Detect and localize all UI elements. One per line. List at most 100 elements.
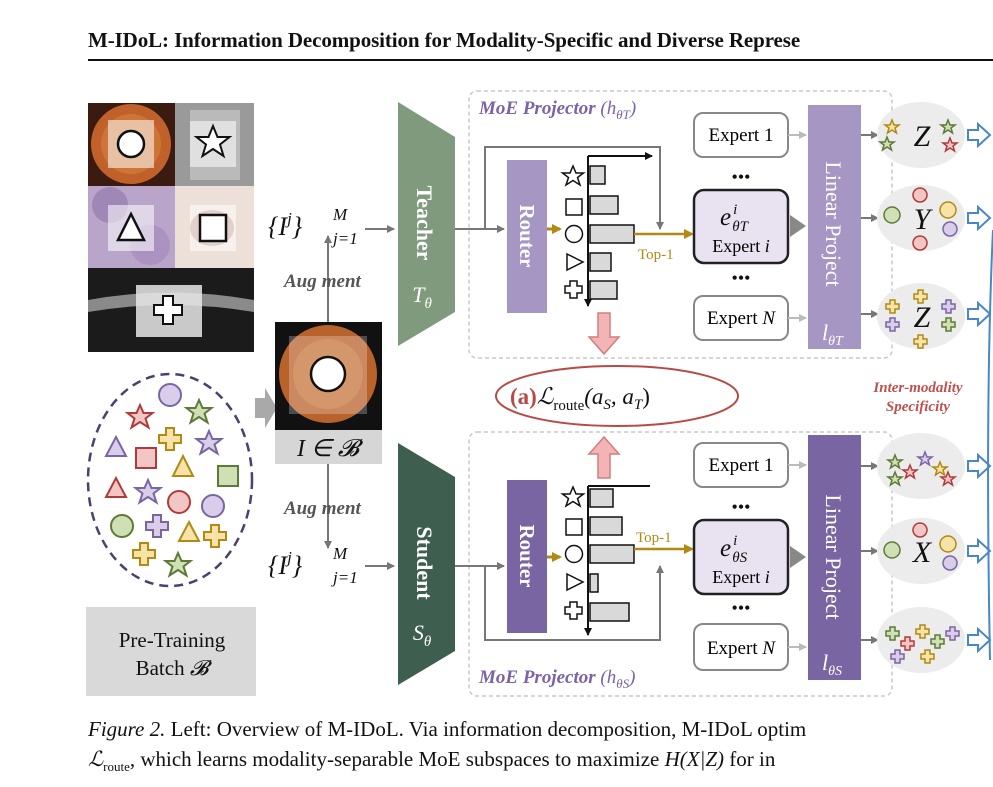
student-label: Student bbox=[412, 526, 437, 600]
linear-bottom-sym: l bbox=[822, 650, 828, 675]
figure-caption: Figure 2. Left: Overview of M-IDoL. Via … bbox=[88, 714, 993, 782]
input-caption: I ∈ 𝓑 bbox=[296, 436, 364, 462]
linear-project-bottom bbox=[808, 435, 861, 680]
views-bottom: {I bbox=[268, 551, 288, 580]
svg-text:{Ij}: {Ij} bbox=[268, 209, 303, 241]
views-bottom-close: } bbox=[292, 551, 303, 580]
linear-top-label: Linear Project bbox=[821, 161, 846, 286]
exp-sel-top-sup: i bbox=[733, 202, 737, 218]
svg-text:Expert i: Expert i bbox=[712, 236, 770, 256]
routing-histogram-top bbox=[560, 152, 653, 307]
svg-text:MoE Projector (hθS): MoE Projector (hθS) bbox=[478, 667, 635, 691]
svg-text:MoE Projector (hθT): MoE Projector (hθT) bbox=[478, 98, 636, 122]
expert-1-top-label: Expert 1 bbox=[709, 125, 774, 146]
route-args: (a bbox=[584, 384, 603, 409]
svg-text:Expert N: Expert N bbox=[707, 308, 776, 329]
inter-modality-1: Inter-modality bbox=[872, 380, 963, 396]
views-bottom-M: M bbox=[332, 544, 348, 563]
moe-top-sub: θT bbox=[616, 107, 630, 122]
exp-sel-bottom-e: e bbox=[720, 535, 731, 562]
dots-bottom-2: ••• bbox=[732, 598, 751, 618]
svg-text:Tθ: Tθ bbox=[412, 282, 432, 312]
augment-top-a: Aug bbox=[283, 271, 317, 292]
output-arrows bbox=[967, 121, 992, 654]
exp-sel-top-sub: θT bbox=[732, 219, 749, 235]
caption-math: H(X|Z) bbox=[664, 747, 725, 771]
pretraining-line2: Batch bbox=[136, 656, 185, 680]
student-sub: θ bbox=[424, 634, 432, 650]
pretraining-batch-shapes bbox=[86, 372, 254, 588]
router-top bbox=[507, 160, 547, 313]
svg-text:Batch 𝓑: Batch 𝓑 bbox=[136, 656, 213, 680]
svg-text:{Ij}: {Ij} bbox=[268, 548, 303, 580]
svg-text:Sθ: Sθ bbox=[413, 620, 432, 650]
modality-image-grid bbox=[88, 103, 254, 352]
moe-bottom-close: ) bbox=[628, 667, 635, 688]
dots-top-1: ••• bbox=[732, 167, 751, 187]
linear-bottom-label: Linear Project bbox=[821, 494, 846, 619]
batch-arrow bbox=[255, 388, 277, 428]
page-title: M-IDoL: Information Decomposition for Mo… bbox=[88, 28, 801, 52]
expert-n-bottom-label: Expert bbox=[707, 638, 758, 659]
caption-text3: for in bbox=[724, 747, 776, 771]
augment-top-b: ment bbox=[322, 271, 362, 292]
route-loss-ellipse bbox=[495, 365, 739, 427]
caption-L-sub: route bbox=[103, 759, 130, 775]
route-argT: T bbox=[634, 397, 644, 413]
linear-top-sym: l bbox=[822, 320, 828, 345]
latent-z1: Z bbox=[914, 120, 931, 153]
views-bottom-j: j=1 bbox=[331, 568, 358, 587]
route-mid: , a bbox=[611, 384, 634, 409]
moe-top-close: ) bbox=[629, 98, 636, 119]
exp-sel-bottom-sub: θS bbox=[732, 550, 747, 566]
dots-bottom-1: ••• bbox=[732, 497, 751, 517]
routing-histogram-bottom bbox=[560, 485, 650, 636]
latent-ellipses bbox=[877, 102, 965, 673]
moe-bottom-label: MoE Projector bbox=[478, 667, 596, 688]
caption-text2: , which learns modality-separable MoE su… bbox=[129, 747, 665, 771]
moe-top-label: MoE Projector bbox=[478, 98, 596, 119]
augment-bottom-a: Aug bbox=[283, 498, 317, 519]
route-L: ℒ bbox=[537, 384, 554, 409]
expert-i-bottom-idx: i bbox=[765, 567, 770, 587]
moe-top-sym: (h bbox=[600, 98, 616, 119]
exp-sel-top-e: e bbox=[720, 204, 731, 231]
batch-symbol: 𝓑 bbox=[190, 656, 213, 680]
expert-i-bottom-label: Expert bbox=[712, 567, 760, 587]
pink-arrow-down bbox=[587, 312, 621, 356]
svg-text:Expert N: Expert N bbox=[707, 638, 776, 659]
pretraining-batch-box bbox=[86, 607, 256, 696]
svg-text:lθS: lθS bbox=[822, 650, 842, 679]
exp-sel-bottom-sup: i bbox=[733, 533, 737, 549]
views-top-j: j=1 bbox=[331, 229, 358, 248]
linear-project-top bbox=[808, 105, 861, 349]
views-bottom-sup: j bbox=[285, 548, 292, 567]
caption-L: ℒ bbox=[88, 747, 104, 771]
top1-label-bottom: Top-1 bbox=[636, 530, 672, 546]
caption-text1: Left: Overview of M-IDoL. Via informatio… bbox=[165, 717, 807, 741]
views-top-M: M bbox=[332, 205, 348, 224]
expert-n-bottom-idx: N bbox=[761, 638, 776, 659]
router-bottom bbox=[507, 480, 547, 633]
router-top-label: Router bbox=[515, 205, 539, 268]
expert-n-top-label: Expert bbox=[707, 308, 758, 329]
expert-n-top-idx: N bbox=[761, 308, 776, 329]
views-top-close: } bbox=[292, 212, 303, 241]
input-image bbox=[275, 322, 382, 464]
linear-top-sub: θT bbox=[828, 334, 844, 349]
caption-label: Figure 2. bbox=[88, 717, 166, 741]
views-top: {I bbox=[268, 212, 288, 241]
student-encoder bbox=[398, 443, 455, 685]
student-symbol: S bbox=[413, 620, 424, 645]
moe-top-frame bbox=[468, 90, 893, 359]
route-end: ) bbox=[642, 384, 650, 409]
svg-text:Expert i: Expert i bbox=[712, 567, 770, 587]
augment-bottom-b: ment bbox=[322, 498, 362, 519]
moe-bottom-frame bbox=[468, 431, 893, 697]
linear-bottom-sub: θS bbox=[828, 664, 842, 679]
